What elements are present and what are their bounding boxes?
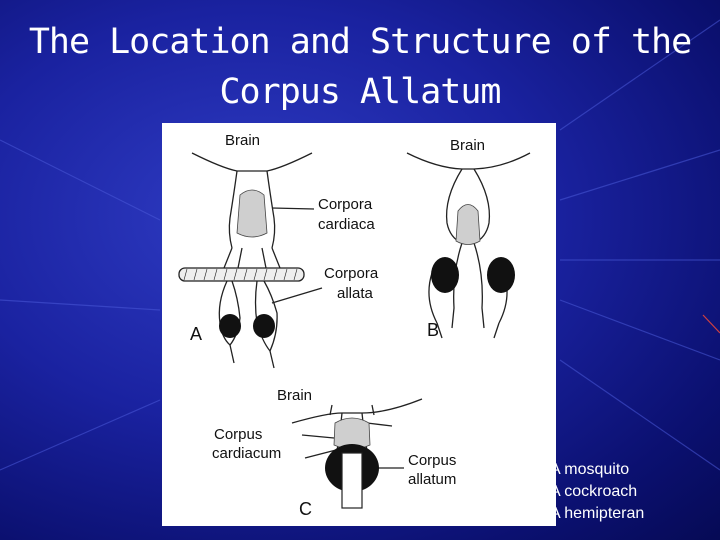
- legend-item-a: A. A mosquito: [513, 459, 644, 481]
- panel-a-corpora-allata-label-1: Corpora: [324, 265, 379, 282]
- legend-key: A.: [513, 461, 529, 478]
- legend-key: C.: [513, 505, 529, 522]
- panel-a-corpus-allatum-right: [253, 314, 275, 338]
- legend-text: A hemipteran: [550, 505, 645, 522]
- panel-c-letter: C: [299, 499, 312, 519]
- panel-b-corpus-allatum-right: [487, 257, 515, 293]
- panel-a-brain-label: Brain: [225, 132, 260, 149]
- legend-key: B.: [513, 483, 529, 500]
- legend-item-b: B. A cockroach: [513, 481, 644, 503]
- legend-text: A mosquito: [550, 461, 630, 478]
- panel-a-corpora-cardiaca-label-2: cardiaca: [318, 216, 375, 233]
- panel-c-aorta: [341, 452, 363, 509]
- panel-c-drawing: [291, 398, 423, 469]
- species-legend: A. A mosquito B. A cockroach C. A hemipt…: [513, 459, 644, 525]
- panel-a-drawing: [178, 152, 323, 369]
- panel-c-corpus-allatum-label-1: Corpus: [408, 452, 456, 469]
- panel-b-corpus-allatum-left: [431, 257, 459, 293]
- corpus-allatum-figure: Brain Corpora cardiaca Corpora allata A …: [162, 123, 556, 526]
- slide-title-line-2: Corpus Allatum: [219, 72, 501, 112]
- anatomy-diagram: Brain Corpora cardiaca Corpora allata A …: [178, 132, 531, 519]
- panel-a-corpora-allata-label-2: allata: [337, 285, 374, 302]
- panel-b-drawing: [406, 152, 531, 339]
- panel-a-corpus-allatum-left: [219, 314, 241, 338]
- panel-c-corpus-cardiacum-label-1: Corpus: [214, 426, 262, 443]
- panel-a-corpora-cardiaca-shape: [236, 189, 268, 238]
- legend-text: A cockroach: [550, 483, 638, 500]
- panel-b-brain-label: Brain: [450, 137, 485, 154]
- panel-c-corpus-allatum-label-2: allatum: [408, 471, 456, 488]
- panel-a-letter: A: [190, 324, 202, 344]
- panel-b-corpora-cardiaca-shape: [455, 204, 481, 245]
- panel-b-letter: B: [427, 320, 439, 340]
- panel-c-corpus-cardiacum-label-2: cardiacum: [212, 445, 281, 462]
- panel-c-brain-label: Brain: [277, 387, 312, 404]
- legend-item-c: C. A hemipteran: [513, 503, 644, 525]
- slide-title-line-1: The Location and Structure of the: [28, 22, 692, 62]
- panel-a-corpora-cardiaca-label-1: Corpora: [318, 196, 373, 213]
